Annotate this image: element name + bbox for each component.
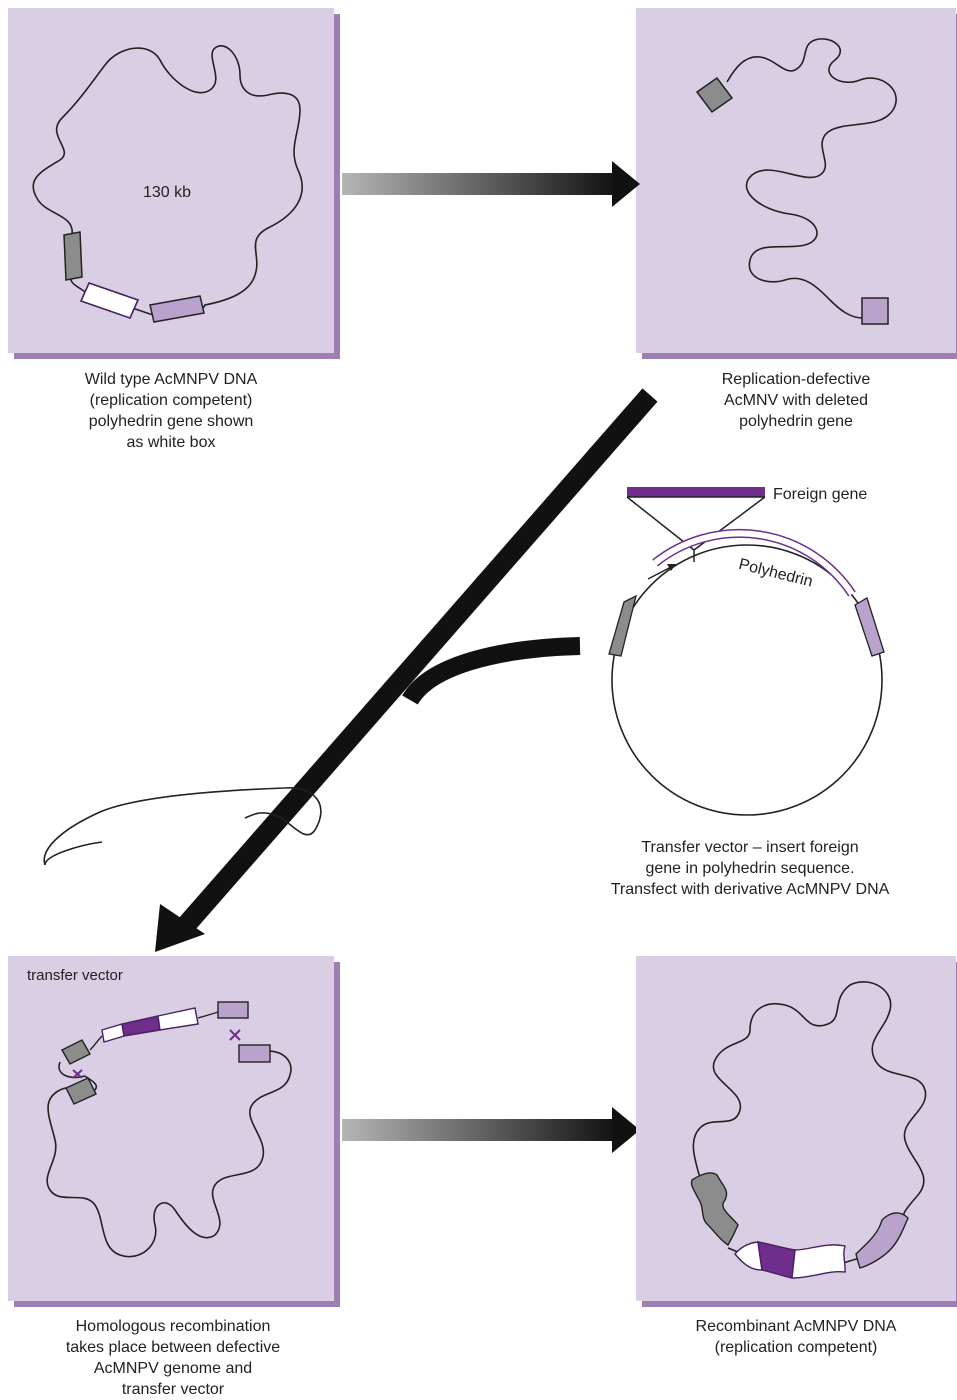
gray-flank-segment (609, 596, 636, 656)
light-purple-flank-segment (855, 598, 884, 656)
light-purple-gene-box (218, 1002, 248, 1018)
recombination-caption: Homologous recombination takes place bet… (0, 1316, 346, 1400)
panel-background (636, 956, 956, 1301)
wild-type-panel: 130 kb (8, 8, 340, 359)
foreign-gene-label: Foreign gene (773, 486, 867, 503)
foreign-gene-bar (627, 487, 765, 497)
promoter-arrow-icon (648, 564, 676, 579)
polyhedrin-label: Polyhedrin (737, 556, 814, 591)
arrow-wild-to-defective (342, 161, 640, 207)
gray-gene-box (64, 232, 82, 280)
recombination-panel: transfer vector (8, 788, 340, 1307)
wild-type-caption: Wild type AcMNPV DNA (replication compet… (8, 369, 334, 453)
arrow-recombination-to-recombinant (342, 1107, 640, 1153)
transfer-vector-label: transfer vector (27, 967, 123, 984)
panel-background (636, 8, 956, 353)
light-purple-gene-box (239, 1045, 270, 1062)
defective-panel (636, 8, 957, 359)
genome-size-label: 130 kb (143, 184, 191, 201)
recombinant-caption: Recombinant AcMNPV DNA (replication comp… (636, 1316, 956, 1358)
panel-background (8, 956, 334, 1301)
light-purple-gene-box (862, 298, 888, 324)
transfer-vector-plasmid: Foreign gene Polyhedrin (609, 486, 884, 815)
defective-caption: Replication-defective AcMNV with deleted… (636, 369, 956, 432)
recombinant-panel (636, 956, 957, 1307)
transfer-vector-caption: Transfer vector – insert foreign gene in… (560, 837, 940, 900)
